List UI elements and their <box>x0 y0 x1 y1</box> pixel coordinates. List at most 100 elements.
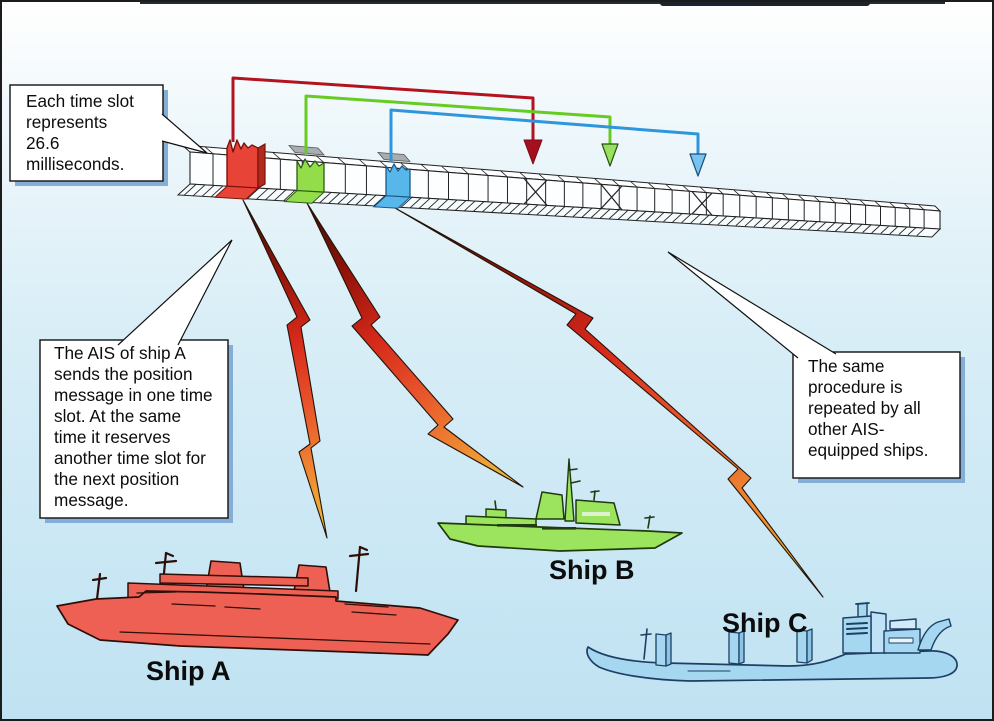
ship-b-mast-brackets <box>568 468 581 484</box>
callout-ship-a-note-line: another time slot for <box>54 448 206 468</box>
ship-a-window-lines <box>119 591 431 645</box>
callout-repeat-note-line: other AIS- <box>808 419 884 439</box>
strip-line <box>437 199 449 210</box>
strip-line <box>808 221 818 230</box>
arrowhead-blue-icon <box>689 153 707 177</box>
callout-slot-note-line: Each time slot <box>26 91 134 111</box>
strip-line <box>183 184 197 196</box>
strip-line <box>663 212 674 222</box>
hatch-lines <box>183 184 926 236</box>
strip-line <box>844 198 851 205</box>
strip-line <box>346 193 359 205</box>
strip-line <box>328 192 341 204</box>
strip-line <box>418 198 431 209</box>
strip-line <box>726 216 737 226</box>
ship-b-funnel <box>535 491 565 520</box>
strip-line <box>835 222 845 232</box>
strip-line <box>518 204 530 214</box>
strip-line <box>612 179 620 187</box>
strip-line <box>500 202 512 214</box>
strip-line <box>690 214 701 224</box>
strip-line <box>491 202 503 213</box>
strip-line <box>400 196 413 208</box>
strip-line <box>337 157 346 165</box>
strip-line <box>421 164 429 172</box>
strip-line <box>461 167 469 175</box>
ship-b-label: Ship B <box>549 555 635 585</box>
ship-b-sticks <box>494 490 655 529</box>
ship-a-masts <box>91 545 370 601</box>
strip-line <box>898 226 908 235</box>
strip-line <box>576 176 584 184</box>
ship-c-fore-mast <box>640 628 652 660</box>
callout-slot-note-box <box>9 84 164 182</box>
strip-line <box>594 178 602 185</box>
callout-slot-note-pointer <box>161 113 208 154</box>
slot-green-base <box>283 190 326 204</box>
lightning-bolt-ship-c <box>394 207 824 598</box>
slot-red-base <box>213 185 260 200</box>
strip-line <box>294 153 303 162</box>
strip-line <box>782 193 789 200</box>
strip-line <box>283 189 296 202</box>
strip-line <box>683 185 690 192</box>
strip-line <box>572 207 584 217</box>
slot-blue-front <box>385 163 411 198</box>
callout-repeat-note-line: repeated by all <box>808 398 921 418</box>
strip-line <box>464 200 476 212</box>
strip-line <box>482 201 494 213</box>
slot-red <box>213 139 266 200</box>
lightning-bolt-ship-b <box>306 202 524 488</box>
strip-line <box>364 194 377 206</box>
strip-line <box>509 203 521 214</box>
slot-green <box>283 145 326 204</box>
callout-ship-a-note: The AIS of ship A sends the position mes… <box>39 239 233 523</box>
strip-line <box>817 221 827 231</box>
callout-slot-note-line: milliseconds. <box>26 154 124 174</box>
strip-line <box>780 219 791 229</box>
slot-blue <box>372 152 412 209</box>
arrowhead-green-icon <box>601 143 619 167</box>
strip-line <box>256 188 269 200</box>
strip-line <box>826 222 836 231</box>
strip-line <box>733 189 741 196</box>
strip-line <box>538 173 546 181</box>
strip-line <box>708 215 719 225</box>
callout-ship-a-note-line: message. <box>54 490 129 510</box>
strip-line <box>319 192 332 204</box>
callout-ship-a-note-line: the next position <box>54 469 179 489</box>
reserved-slot-x-2 <box>600 183 623 211</box>
strip-line <box>316 155 325 163</box>
strip-line <box>789 220 800 229</box>
strip-line <box>744 217 755 227</box>
strip-line <box>860 200 866 206</box>
reserved-slot-x-3 <box>691 191 713 216</box>
strip-line <box>798 220 809 230</box>
strip-line <box>337 193 350 205</box>
strip-line <box>428 198 440 210</box>
strip-line <box>880 225 890 234</box>
strip-line <box>480 169 489 176</box>
strip-line <box>630 181 638 188</box>
strip-line <box>672 213 683 223</box>
callout-repeat-note-line: procedure is <box>808 377 903 397</box>
strip-line <box>527 204 539 215</box>
strip-line <box>599 208 611 219</box>
strip-line <box>654 212 665 222</box>
callout-slot-note: Each time slot represents 26.6 milliseco… <box>9 84 208 186</box>
strip-line <box>355 194 368 206</box>
strip-line <box>889 226 899 235</box>
strip-hatch-band <box>176 183 942 238</box>
strip-line <box>274 189 287 201</box>
ship-a-label: Ship A <box>146 656 231 686</box>
arrow-green <box>304 94 612 154</box>
strip-line <box>618 209 629 220</box>
lightning-bolts <box>242 199 824 598</box>
callout-repeat-note-pointer <box>667 251 837 359</box>
slot-blue-topface-gray <box>377 152 411 162</box>
slot-green-front <box>296 158 325 193</box>
strip-line <box>798 195 805 201</box>
strip-line <box>862 224 872 233</box>
